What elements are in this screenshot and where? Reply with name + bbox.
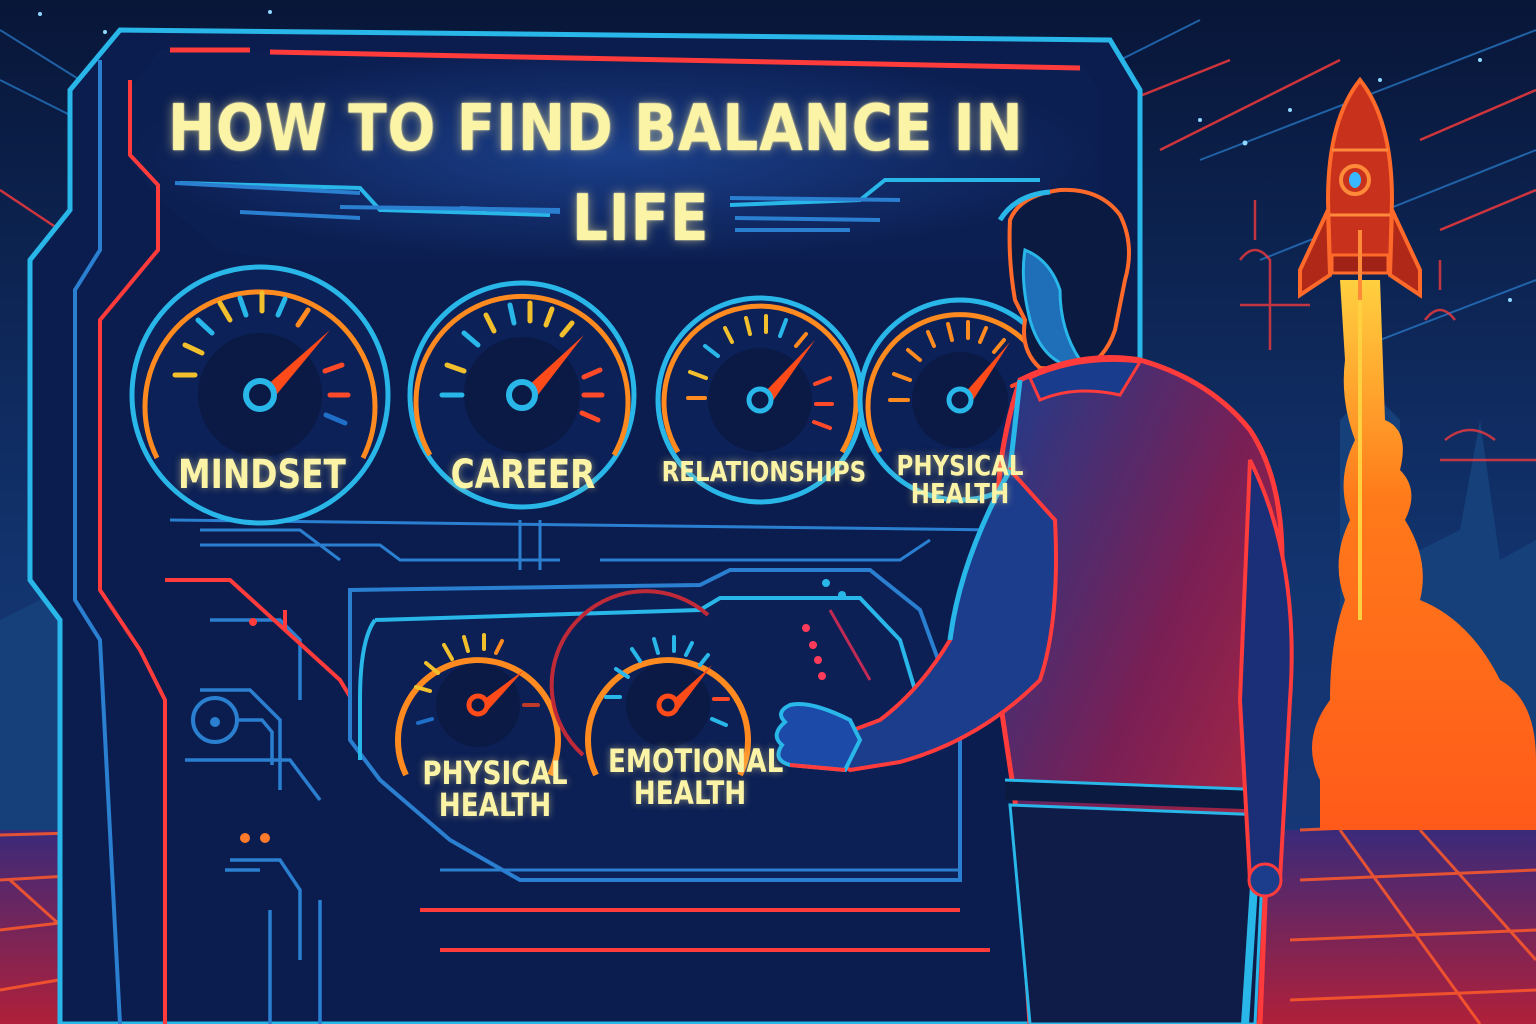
title-line-1: HOW TO FIND BALANCE IN (168, 92, 1024, 166)
rocket-exhaust (1312, 280, 1536, 830)
gauge-label-mindset: MINDSET (178, 452, 346, 498)
gauge-mindset (129, 264, 391, 526)
gauge-career (407, 280, 637, 510)
gauge-label-career: CAREER (450, 452, 596, 498)
gauge-label-relationships: RELATIONSHIPS (661, 455, 867, 488)
gauge-label-physical-health-bottom: PHYSICAL HEALTH (421, 757, 569, 821)
rocket-icon (1298, 76, 1422, 300)
gauge-emotional-health (549, 589, 751, 777)
gauge-label-line2: HEALTH (910, 477, 1010, 510)
gauge-label-line2: HEALTH (633, 774, 747, 812)
gauge-label-line1: EMOTIONAL (608, 742, 784, 780)
gauge-label-line1: PHYSICAL (896, 449, 1024, 482)
gauge-label-line1: PHYSICAL (422, 754, 568, 792)
control-panel (27, 27, 1143, 1024)
person-figure (774, 187, 1294, 1024)
gauge-relationships (655, 295, 865, 505)
gauge-physical-health-bottom (395, 633, 561, 777)
gauge-label-line2: HEALTH (438, 786, 552, 824)
gauge-label-physical-health-top: PHYSICAL HEALTH (894, 452, 1025, 508)
title-line-2: LIFE (572, 182, 710, 256)
city-outlines (1239, 200, 1536, 462)
gauge-label-emotional-health: EMOTIONAL HEALTH (608, 742, 784, 812)
